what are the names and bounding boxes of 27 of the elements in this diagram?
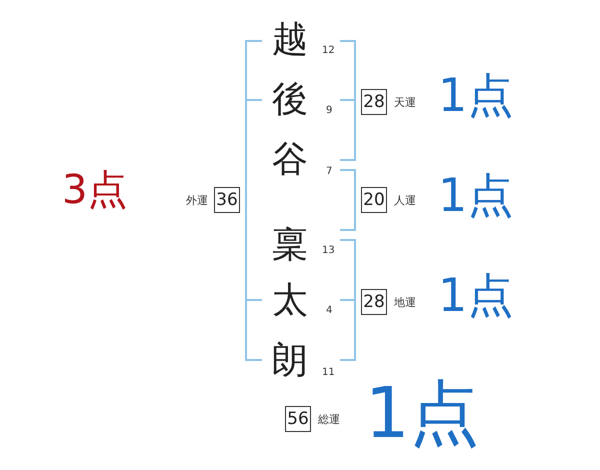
name-character: 稟 (272, 227, 308, 263)
fortune-label: 外運 (186, 195, 208, 206)
stroke-count: 12 (322, 46, 335, 56)
score-box: 56 (285, 406, 311, 432)
name-character: 越 (272, 22, 308, 58)
name-character: 後 (272, 82, 308, 118)
fortune-label: 天運 (394, 97, 416, 108)
score-box: 36 (214, 187, 240, 213)
stroke-count: 13 (322, 246, 335, 256)
name-character: 太 (272, 283, 308, 319)
fortune-label: 総運 (318, 414, 340, 425)
score-text: 1点 (438, 172, 514, 218)
fortune-label: 地運 (394, 297, 416, 308)
fortune-label: 人運 (394, 195, 416, 206)
stroke-count: 11 (322, 368, 335, 378)
score-box: 28 (361, 289, 387, 315)
score-box: 20 (361, 187, 387, 213)
score-box: 28 (361, 89, 387, 115)
score-text: 3点 (62, 170, 128, 210)
score-text: 1点 (365, 378, 480, 448)
stroke-count: 7 (326, 167, 332, 177)
name-character: 谷 (272, 142, 308, 178)
stroke-count: 9 (326, 106, 332, 116)
name-character: 朗 (272, 343, 308, 379)
score-text: 1点 (438, 272, 514, 318)
score-text: 1点 (438, 72, 514, 118)
stroke-count: 4 (326, 306, 332, 316)
